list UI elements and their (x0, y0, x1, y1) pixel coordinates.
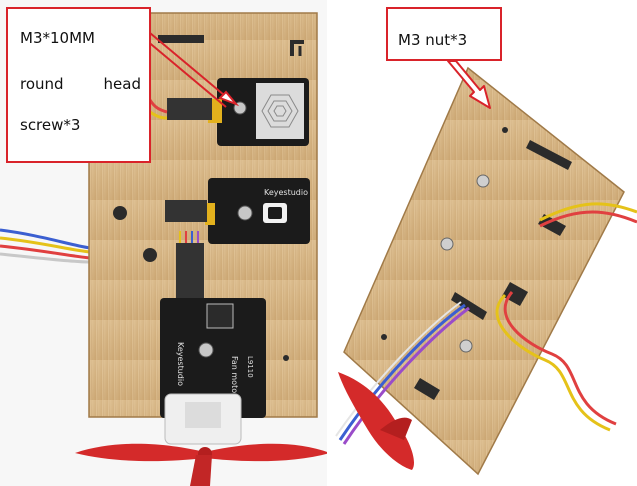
board-label-chip: L9110 (246, 356, 254, 378)
middle-sensor-board (208, 178, 310, 244)
callout-nut: M3 nut*3 (386, 7, 502, 61)
callout-screw: M3*10MM round head screw*3 (6, 7, 151, 163)
fan-motor-board (160, 298, 266, 418)
callout-screw-line2-right: head (103, 75, 141, 93)
callout-screw-line1: M3*10MM (20, 29, 95, 47)
wire-bundle-right (539, 202, 637, 222)
wire-bundle-left (0, 228, 91, 250)
callout-nut-label: M3 nut*3 (398, 31, 468, 49)
board-label-keyestudio-bottom: Keyestudio (176, 342, 185, 386)
left-photo: Keyestudio Keyestudio Fan motor L9110 (0, 12, 330, 486)
callout-arrow-left (145, 32, 240, 108)
propeller-right (338, 372, 415, 470)
nut-3 (459, 339, 473, 353)
nut-2 (440, 237, 454, 251)
nut-1 (476, 174, 490, 188)
right-photo (330, 0, 637, 486)
wood-plate-right (343, 66, 625, 476)
board-label-keyestudio-top: Keyestudio (264, 188, 308, 197)
photo-divider (327, 0, 330, 486)
callout-screw-line3: screw*3 (20, 116, 81, 134)
callout-arrow-right (447, 60, 491, 109)
callout-screw-line2-left: round (20, 75, 64, 93)
board-label-fan-motor: Fan motor (230, 356, 239, 397)
